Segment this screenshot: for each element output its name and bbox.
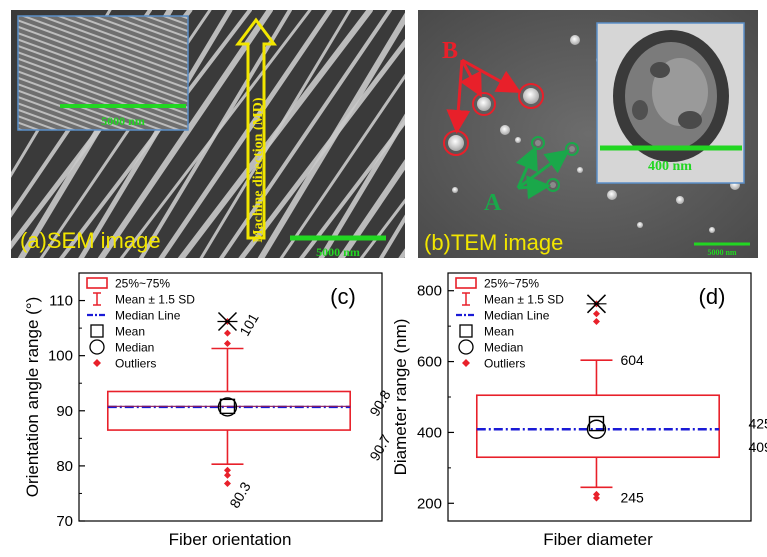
sem-panel-label: (a)SEM image: [20, 228, 161, 253]
panel-label-d: (d): [699, 284, 726, 309]
legend-swatch-box: [455, 277, 477, 289]
legend-label: Mean: [484, 325, 514, 339]
legend-swatch-median: [89, 339, 105, 355]
marker-a-group: A: [484, 136, 579, 216]
iqr-box: [475, 394, 720, 459]
value-annotation: 604: [620, 352, 644, 368]
legend-swatch-mean: [90, 324, 104, 338]
sem-fiber: [359, 198, 405, 258]
y-tick-label: 80: [56, 458, 73, 475]
tem-scale-label: 5000 nm: [707, 248, 736, 257]
y-tick-label: 400: [417, 424, 442, 441]
value-annotation: 245: [620, 489, 644, 505]
legend-label: Outliers: [484, 357, 525, 371]
legend-label: Mean ± 1.5 SD: [484, 293, 564, 307]
outlier-point: [223, 466, 231, 474]
y-tick-label: 70: [56, 513, 73, 530]
sem-fiber: [199, 10, 352, 258]
legend-swatch-median: [458, 339, 474, 355]
sem-scale-label: 5000 nm: [316, 245, 360, 259]
y-tick-label: 110: [49, 293, 73, 310]
outlier-point: [223, 480, 231, 488]
x-axis-label-d: Fiber diameter: [543, 530, 653, 549]
machine-direction-label: Machine direction (MD): [251, 97, 266, 242]
legend-swatch-mean: [459, 324, 473, 338]
tem-image-panel: B A 400 nm 5000 nm (b)TEM image: [418, 10, 758, 258]
sem-fiber: [318, 113, 405, 258]
tem-panel-label: (b)TEM image: [424, 230, 563, 255]
outlier-point: [223, 329, 231, 337]
legend-label: Median: [484, 341, 523, 355]
sem-inset-scale-label: 5000 nm: [101, 114, 145, 128]
y-tick-label: 600: [417, 354, 442, 371]
iqr-box: [106, 390, 351, 431]
legend-swatch-box: [86, 277, 108, 289]
sem-fiber: [158, 10, 333, 258]
panel-label-c: (c): [330, 284, 356, 309]
legend-label: Outliers: [115, 357, 156, 371]
machine-direction-arrow: [235, 17, 277, 240]
legend-label: Median: [115, 341, 154, 355]
y-tick-label: 200: [417, 495, 442, 512]
median-marker: [586, 419, 607, 439]
tem-inset-scale-label: 400 nm: [648, 159, 692, 174]
sem-image-panel: 5000 nm Machine direction (MD) 5000 nm (…: [11, 10, 405, 259]
y-tick-label: 90: [56, 403, 73, 420]
y-ticks-c: 70 80 90 100 110: [48, 293, 85, 530]
plot-frame-c: [78, 272, 383, 522]
legend-label: Mean ± 1.5 SD: [115, 293, 195, 307]
outlier-point: [592, 490, 600, 498]
value-annotation: 409: [748, 439, 767, 455]
y-tick-label: 100: [48, 348, 73, 365]
legend-label: Median Line: [115, 309, 181, 323]
sem-fiber: [337, 159, 405, 258]
legend-label: 25%~75%: [484, 277, 539, 291]
outlier-point: [592, 310, 600, 318]
outlier-point: [592, 318, 600, 326]
tem-inset: 400 nm: [596, 22, 745, 184]
legend-label: Median Line: [484, 309, 550, 323]
mean-marker: [219, 398, 236, 415]
sem-fiber: [257, 12, 405, 258]
marker-a-label: A: [484, 190, 502, 216]
value-annotation: 425: [748, 416, 767, 432]
y-ticks-d: 200 400 600 800: [417, 283, 454, 512]
outlier-point: [592, 494, 600, 502]
marker-b-label: B: [442, 38, 458, 64]
legend-d: 25%~75% Mean ± 1.5 SD Median LineMeanMedia…: [455, 277, 564, 371]
legend-swatch-outlier: [93, 359, 101, 367]
sem-fiber: [78, 10, 233, 258]
sem-fiber: [279, 73, 405, 258]
median-marker: [217, 397, 238, 417]
y-axis-label-d: Diameter range (nm): [391, 319, 410, 476]
outlier-point: [223, 340, 231, 348]
y-tick-label: 800: [417, 283, 442, 300]
y-axis-label-c: Orientation angle range (°): [23, 297, 42, 498]
legend-c: 25%~75% Mean ± 1.5 SD Median LineMeanMedia…: [86, 277, 195, 371]
legend-swatch-outlier: [462, 359, 470, 367]
orientation-box-plot: Orientation angle range (°) Fiber orient…: [23, 272, 394, 549]
legend-label: Mean: [115, 325, 145, 339]
sem-inset: [17, 15, 189, 131]
marker-b-group: B: [442, 38, 544, 156]
box-marks-d: 604 425 409 245: [475, 294, 767, 505]
diameter-box-plot: Diameter range (nm) Fiber diameter (d) 2…: [391, 272, 767, 549]
sem-fiber: [97, 10, 273, 258]
outlier-point: [223, 471, 231, 479]
legend-label: 25%~75%: [115, 277, 170, 291]
tem-particles: [448, 35, 740, 233]
x-axis-label-c: Fiber orientation: [169, 530, 292, 549]
